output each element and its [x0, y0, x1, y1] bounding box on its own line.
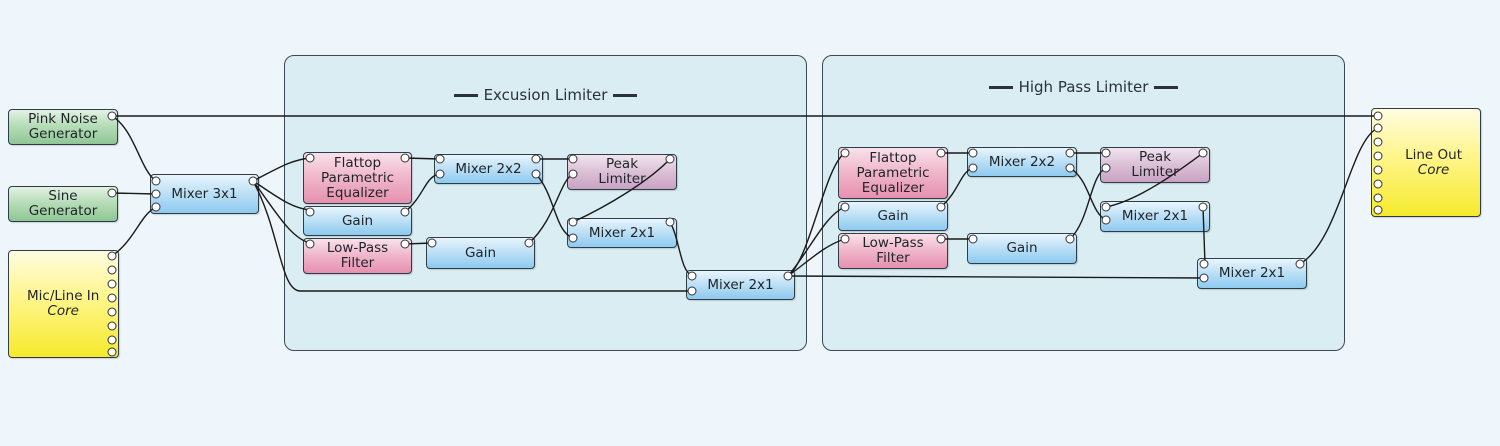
wire: [111, 206, 157, 257]
block-label: Peak Limiter: [598, 156, 646, 187]
block-label: Flattop Parametric Equalizer: [856, 149, 930, 196]
mic-line-in-sub: Core: [47, 303, 79, 319]
block-label: Sine Generator: [28, 188, 98, 219]
line-out-title: Line Out: [1405, 146, 1462, 163]
title-dash-left: [453, 94, 478, 97]
title-dash-right: [613, 94, 638, 97]
block-label: Peak Limiter: [1131, 149, 1179, 180]
g2-mixer-2x2-block[interactable]: Mixer 2x2: [967, 147, 1077, 177]
block-label: Gain: [877, 207, 909, 224]
g2-lowpass-filter-block[interactable]: Low-Pass Filter: [838, 233, 948, 269]
block-label: Mixer 2x1: [1121, 208, 1189, 224]
block-label: Mixer 2x2: [988, 153, 1056, 170]
out-mixer-2x1-block[interactable]: Mixer 2x1: [1197, 258, 1307, 289]
g2-mixer-2x1-block[interactable]: Mixer 2x1: [1100, 201, 1210, 232]
block-label: Low-Pass Filter: [862, 235, 924, 266]
sine-generator-block[interactable]: Sine Generator: [8, 186, 118, 222]
block-label: Mixer 2x1: [707, 276, 774, 293]
g1-lowpass-filter-block[interactable]: Low-Pass Filter: [303, 238, 412, 274]
block-label: Gain: [464, 244, 497, 261]
high-pass-limiter-title-text: High Pass Limiter: [1018, 78, 1149, 96]
block-label: Flattop Parametric Equalizer: [320, 154, 395, 201]
g2-gain-a-block[interactable]: Gain: [838, 201, 948, 231]
g1-gain-b-block[interactable]: Gain: [426, 237, 535, 269]
line-out-sub: Core: [1417, 161, 1450, 178]
g2-flattop-eq-block[interactable]: Flattop Parametric Equalizer: [838, 147, 948, 199]
block-label: Mixer 2x1: [588, 224, 656, 241]
g1-gain-a-block[interactable]: Gain: [303, 206, 412, 236]
block-label: Gain: [1006, 240, 1038, 256]
pink-noise-generator-block[interactable]: Pink Noise Generator: [8, 109, 118, 145]
mid-mixer-2x1-block[interactable]: Mixer 2x1: [686, 270, 795, 300]
g1-flattop-eq-block[interactable]: Flattop Parametric Equalizer: [303, 152, 412, 204]
block-label: Gain: [341, 212, 374, 229]
title-dash-right: [1154, 86, 1179, 89]
block-label: Mixer 2x1: [1218, 265, 1286, 281]
excursion-limiter-title-text: Excusion Limiter: [483, 86, 608, 104]
high-pass-limiter-title: High Pass Limiter: [823, 78, 1344, 96]
wire: [111, 115, 157, 182]
g2-gain-b-block[interactable]: Gain: [967, 233, 1077, 264]
g1-mixer-2x1-block[interactable]: Mixer 2x1: [567, 218, 677, 248]
g1-peak-limiter-block[interactable]: Peak Limiter: [567, 154, 677, 190]
block-label: Mixer 3x1: [171, 185, 238, 202]
g1-mixer-2x2-block[interactable]: Mixer 2x2: [434, 154, 543, 184]
excursion-limiter-title: Excusion Limiter: [285, 86, 806, 104]
g2-peak-limiter-block[interactable]: Peak Limiter: [1100, 147, 1210, 183]
mixer-3x1-block[interactable]: Mixer 3x1: [150, 174, 259, 214]
block-label: Mixer 2x2: [455, 160, 522, 177]
mic-line-in-title: Mic/Line In: [27, 288, 100, 304]
block-label: Low-Pass Filter: [326, 240, 389, 271]
block-label: Pink Noise Generator: [28, 111, 98, 142]
title-dash-left: [988, 86, 1013, 89]
